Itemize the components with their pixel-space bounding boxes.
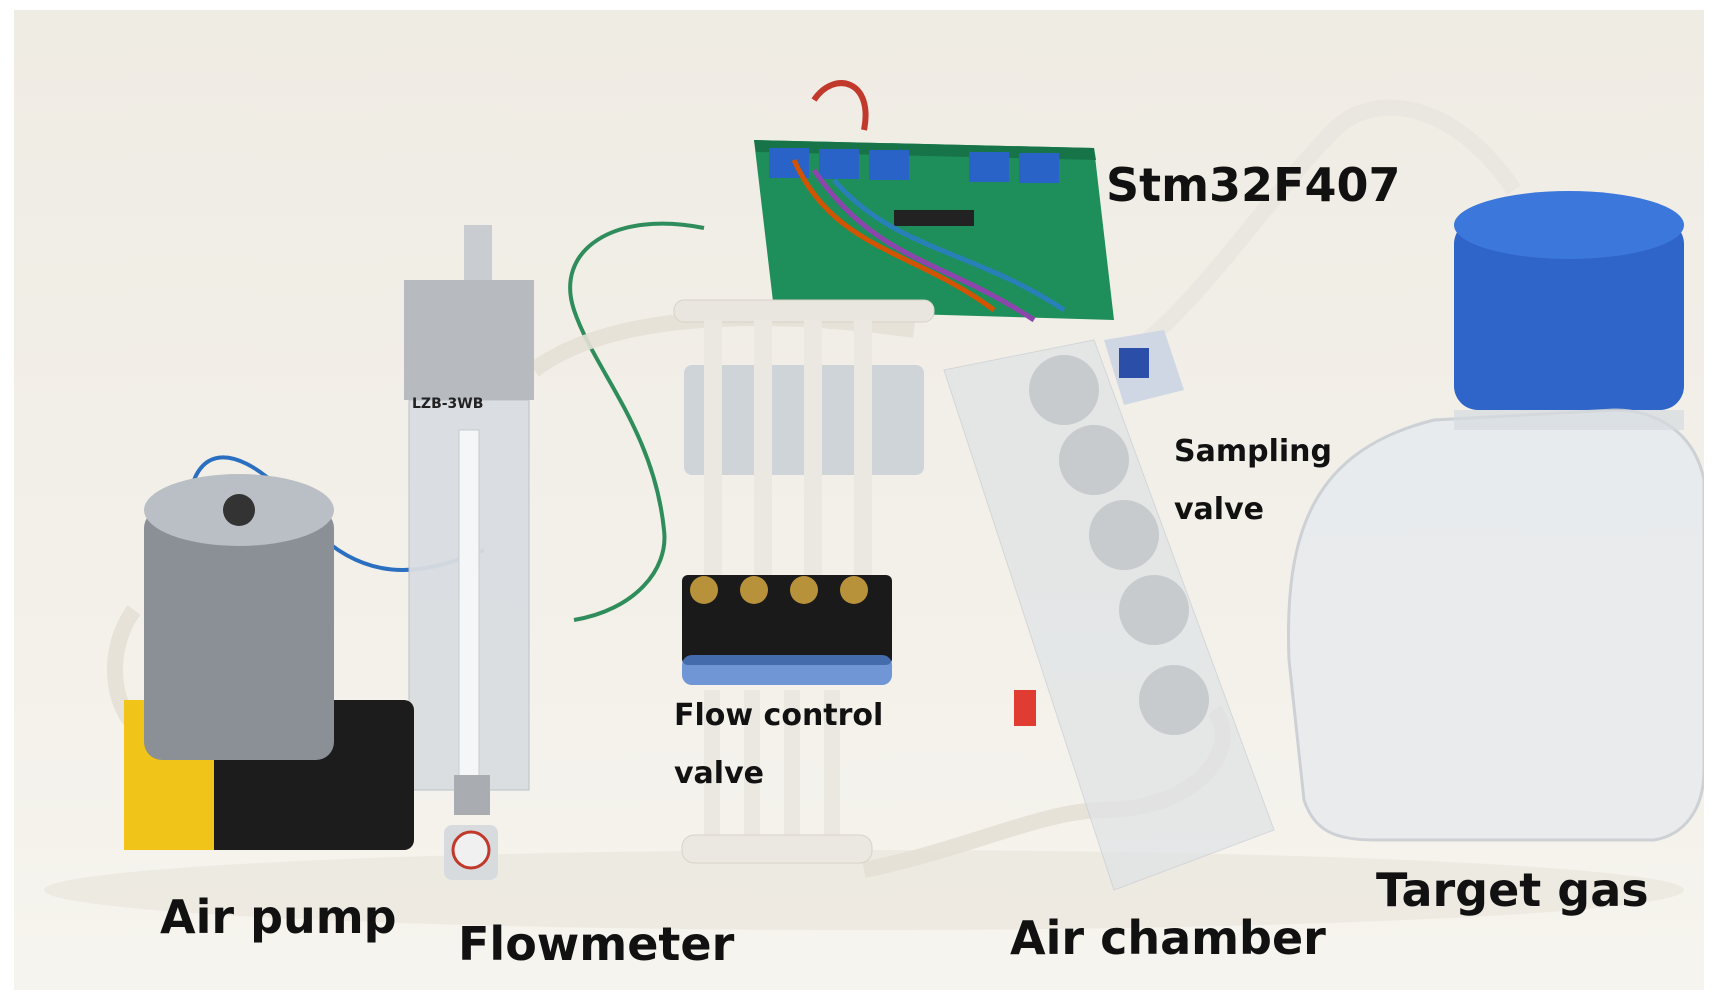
flow-control-valve-block (673, 299, 935, 864)
apparatus-photo: LZB-3WB (44, 80, 1704, 930)
gas-inlet-tube (1129, 99, 1521, 357)
label-air-pump: Air pump (160, 890, 397, 944)
svg-text:LZB-3WB: LZB-3WB (412, 396, 483, 412)
target-gas-bottle (1287, 191, 1704, 842)
label-controller: Stm32F407 (1106, 158, 1401, 212)
photo: LZB-3WB Air pump Flowmeter Flow control … (14, 10, 1704, 990)
label-flowmeter: Flowmeter (458, 917, 735, 971)
air-pump-device (124, 474, 414, 850)
sampling-valve-device (1104, 330, 1184, 405)
label-air-chamber: Air chamber (1010, 911, 1326, 965)
label-flow-control-valve: Flow control valve (674, 698, 884, 791)
stm32-board (754, 80, 1114, 323)
flowmeter-device: LZB-3WB (404, 225, 534, 880)
label-sampling-valve: Sampling valve (1174, 434, 1332, 527)
label-target-gas: Target gas (1376, 863, 1649, 917)
signal-wire (568, 221, 705, 622)
air-chamber-device (943, 339, 1275, 891)
